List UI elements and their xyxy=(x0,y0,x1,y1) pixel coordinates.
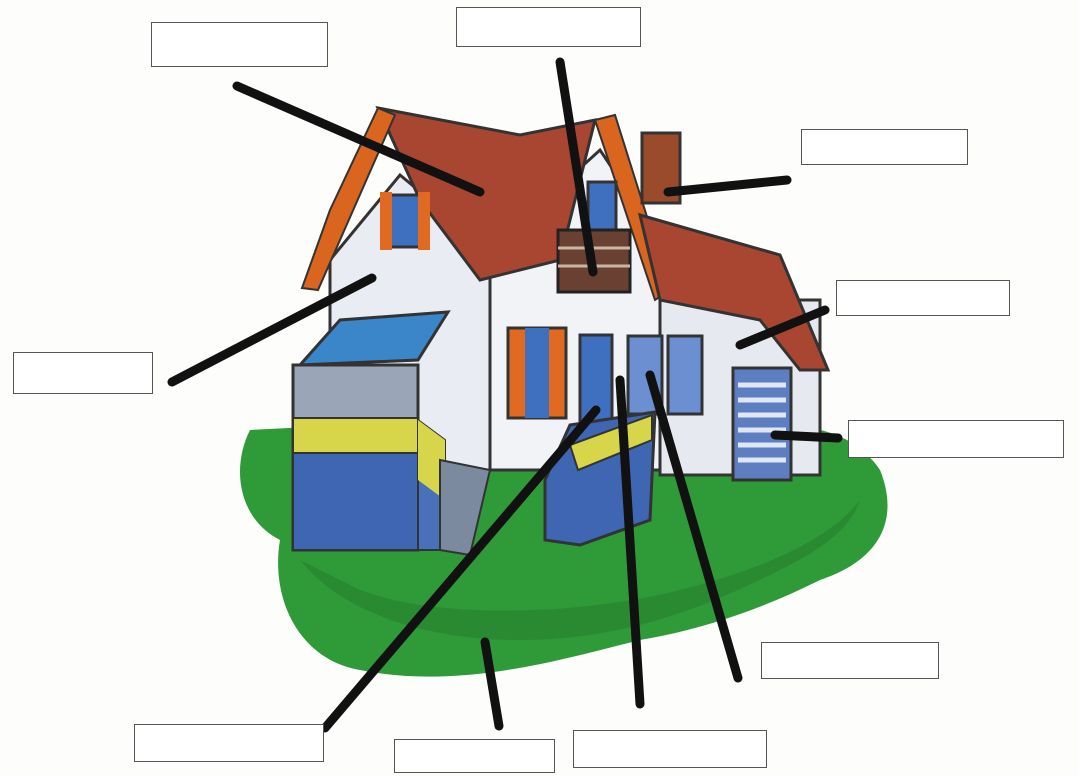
label-box-bottom-right[interactable] xyxy=(761,642,939,679)
label-box-right-top[interactable] xyxy=(801,129,968,165)
label-box-top-left[interactable] xyxy=(151,22,328,67)
label-box-right-lower[interactable] xyxy=(848,420,1064,458)
label-box-right-middle[interactable] xyxy=(836,280,1010,316)
dormer-shutter xyxy=(418,192,430,250)
label-box-bottom-center-right[interactable] xyxy=(573,730,767,768)
pointer-line xyxy=(775,435,838,438)
window xyxy=(668,336,702,414)
label-box-bottom-left[interactable] xyxy=(134,724,324,762)
label-box-top-center[interactable] xyxy=(456,7,641,47)
gable-window xyxy=(588,182,616,230)
pointer-line xyxy=(668,180,787,192)
dormer-shutter xyxy=(380,192,392,250)
label-box-bottom-center[interactable] xyxy=(394,739,555,773)
label-box-left[interactable] xyxy=(13,352,153,394)
